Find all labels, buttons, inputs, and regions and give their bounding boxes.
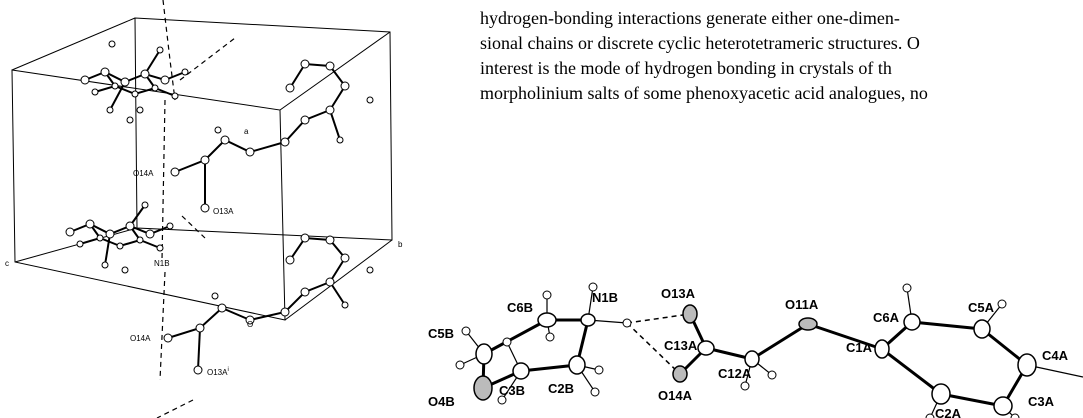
hydrogen-bonds <box>156 0 236 418</box>
atom-c1a <box>874 339 890 359</box>
label-o13a: O13A <box>661 286 696 301</box>
atom-c5b <box>475 343 493 365</box>
origin-label: O <box>247 320 253 329</box>
label-c3a: C3A <box>1028 394 1055 409</box>
o14a-top-label: O14A <box>133 169 154 178</box>
label-c2b: C2B <box>548 381 574 396</box>
body-line-1: hydrogen-bonding interactions generate e… <box>480 8 900 28</box>
body-line-2: sional chains or discrete cyclic heterot… <box>480 33 920 53</box>
label-c2a: C2A <box>935 406 962 418</box>
n1b-label: N1B <box>154 259 170 268</box>
atom-c6a <box>903 313 921 331</box>
upper-cation-atoms <box>80 40 189 124</box>
body-text: hydrogen-bonding interactions generate e… <box>480 6 1083 106</box>
atom-c2b <box>568 355 586 375</box>
atom-c3b <box>512 362 530 380</box>
label-c13a: C13A <box>664 338 698 353</box>
label-c6b: C6B <box>507 300 533 315</box>
axis-c-label: c <box>5 259 9 268</box>
lower-anion-atoms <box>163 233 374 375</box>
label-c3b: C3B <box>499 383 525 398</box>
o13a-top-label: O13A <box>213 207 234 216</box>
upper-anion-atoms <box>170 59 374 213</box>
body-line-3: interest is the mode of hydrogen bonding… <box>480 58 892 78</box>
axis-b-label: b <box>398 240 403 249</box>
atom-o14a <box>672 365 688 383</box>
atom-c6b <box>537 312 557 328</box>
molecule-atoms <box>473 304 1037 416</box>
atom-o4b <box>473 375 493 401</box>
molecule-hydrogen-atoms <box>455 282 1020 418</box>
label-c4a: C4A <box>1042 348 1069 363</box>
o14a-bottom-label: O14A <box>130 334 151 343</box>
atom-n1b <box>580 313 596 327</box>
atom-c12a <box>744 350 760 368</box>
molecular-structure: N1B C6B C5B O4B C3B C2B O13A O14A C13A C… <box>428 282 1083 418</box>
label-c5a: C5A <box>968 300 995 315</box>
unit-cell-box <box>11 17 393 321</box>
molecule-hydrogen-bonds <box>626 313 691 375</box>
label-o14a: O14A <box>658 388 693 403</box>
atom-c4a <box>1017 353 1037 377</box>
body-line-4: morpholinium salts of some phenoxyacetic… <box>480 83 928 103</box>
lower-cation-atoms <box>65 201 174 274</box>
label-o4b: O4B <box>428 394 455 409</box>
atom-c2a <box>931 383 951 405</box>
atom-c3a <box>993 396 1013 416</box>
label-o11a: O11A <box>785 297 819 312</box>
label-c5b: C5B <box>428 326 454 341</box>
packing-diagram: a b c O O14A O13A N1B O14A O13Ai <box>5 0 403 418</box>
label-c6a: C6A <box>873 310 900 325</box>
label-c1a: C1A <box>846 340 873 355</box>
label-c12a: C12A <box>718 366 752 381</box>
o13a-bottom-label: O13Ai <box>207 367 229 377</box>
atom-c13a <box>697 340 715 356</box>
atom-o13a <box>682 304 698 324</box>
axis-a-label: a <box>244 127 249 136</box>
atom-c5a <box>973 319 991 339</box>
label-n1b: N1B <box>592 290 618 305</box>
upper-anion <box>174 62 347 208</box>
lower-cation <box>69 204 171 266</box>
lower-anion <box>167 236 347 371</box>
atom-o11a <box>798 317 818 331</box>
